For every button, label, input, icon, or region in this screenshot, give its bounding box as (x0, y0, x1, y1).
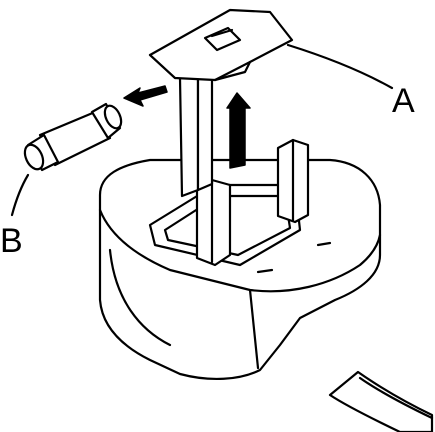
plug-pin-right (276, 138, 310, 224)
cable (328, 370, 434, 432)
fuse-icon (23, 102, 123, 172)
leader-line-b (10, 173, 30, 217)
arrow-up-icon (226, 92, 251, 169)
callout-a-label: A (392, 82, 415, 120)
callout-b-label: B (0, 222, 23, 260)
leader-line-a (286, 43, 394, 90)
fuse-cover-icon (148, 8, 294, 198)
plug-pin-left (195, 178, 232, 267)
arrow-left-icon (123, 85, 168, 107)
